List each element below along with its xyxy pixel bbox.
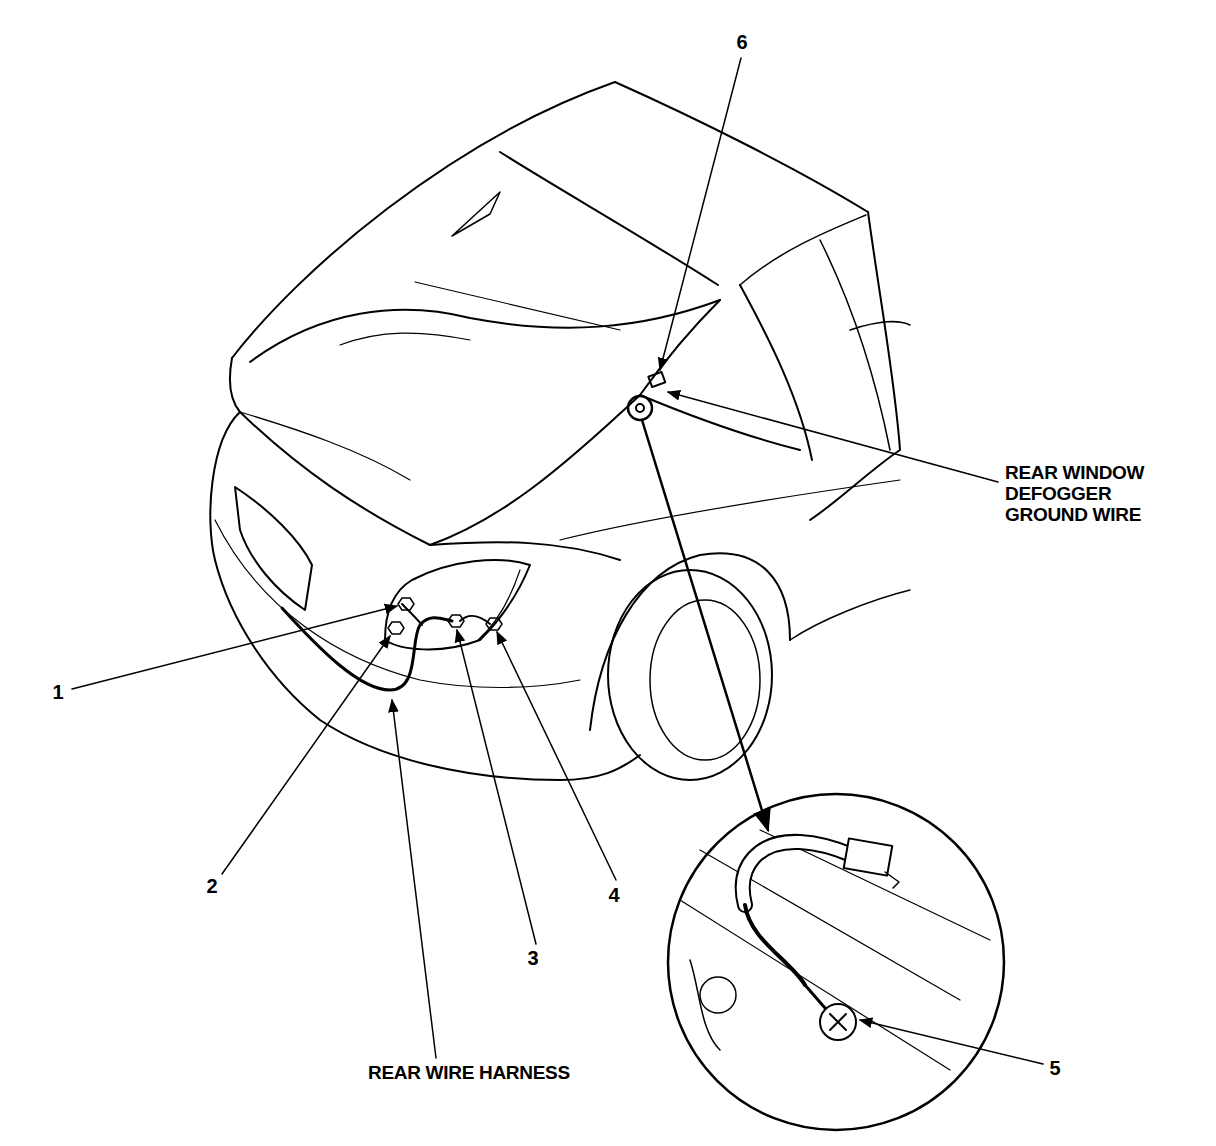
part-name: REAR WINDOW DEFOGGER GROUND WIRE (1005, 463, 1185, 526)
callout-number: 5 (1049, 1057, 1060, 1079)
callout-number: 3 (527, 947, 538, 969)
callout-number: 6 (736, 31, 747, 53)
callout-number: 1 (52, 681, 63, 703)
callout-number: 4 (608, 884, 619, 906)
callout-number: 2 (206, 875, 217, 897)
part-name: REAR WIRE HARNESS (368, 1063, 570, 1084)
